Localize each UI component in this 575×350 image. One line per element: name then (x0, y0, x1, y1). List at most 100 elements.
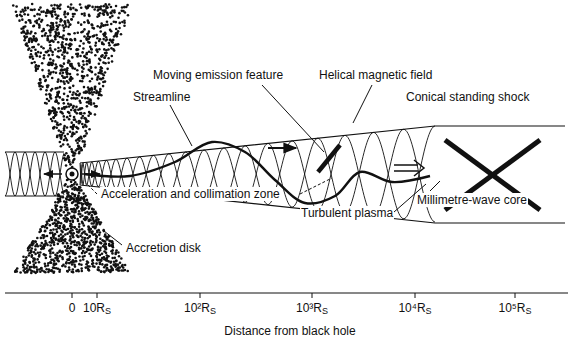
disk-dot (87, 68, 90, 71)
disk-dot (102, 38, 105, 41)
disk-dot (71, 192, 74, 195)
disk-dot (85, 241, 88, 244)
disk-dot (62, 242, 65, 245)
disk-dot (96, 15, 99, 18)
disk-dot (61, 53, 64, 56)
disk-dot (44, 80, 47, 83)
disk-dot (45, 268, 48, 271)
accretion-disk-dots (12, 3, 129, 275)
disk-dot (79, 259, 82, 262)
disk-dot (111, 41, 114, 44)
disk-dot (68, 87, 71, 90)
disk-dot (118, 22, 121, 25)
disk-dot (83, 117, 86, 120)
disk-dot (56, 17, 59, 20)
disk-dot (30, 266, 33, 269)
disk-dot (80, 7, 83, 10)
disk-dot (115, 260, 118, 263)
disk-dot (91, 208, 94, 211)
disk-dot (33, 24, 36, 27)
disk-dot (89, 241, 92, 244)
disk-dot (70, 217, 73, 220)
disk-dot (52, 228, 55, 231)
disk-dot (77, 220, 80, 223)
jet-outline (80, 126, 565, 223)
disk-dot (62, 115, 65, 118)
disk-dot (58, 24, 61, 27)
disk-dot (51, 120, 54, 123)
disk-dot (67, 155, 70, 158)
disk-dot (83, 75, 86, 78)
disk-dot (42, 75, 45, 78)
disk-dot (98, 92, 101, 95)
disk-dot (48, 69, 51, 72)
disk-dot (91, 6, 94, 9)
disk-dot (68, 145, 71, 148)
disk-dot (41, 69, 44, 72)
disk-dot (97, 218, 100, 221)
disk-dot (87, 114, 90, 117)
disk-dot (85, 37, 88, 40)
disk-dot (100, 55, 103, 58)
disk-dot (66, 195, 69, 198)
disk-dot (112, 48, 115, 51)
disk-dot (110, 40, 113, 43)
streamline (84, 142, 430, 204)
disk-dot (48, 100, 51, 103)
disk-dot (54, 201, 57, 204)
disk-dot (65, 43, 68, 46)
disk-dot (41, 35, 44, 38)
disk-dot (90, 67, 93, 70)
disk-dot (49, 232, 52, 235)
disk-dot (107, 48, 110, 51)
disk-dot (19, 271, 22, 274)
disk-dot (85, 250, 88, 253)
disk-dot (66, 192, 69, 195)
disk-dot (54, 213, 57, 216)
disk-dot (67, 19, 70, 22)
disk-dot (49, 244, 52, 247)
disk-dot (23, 13, 26, 16)
disk-dot (89, 235, 92, 238)
disk-dot (35, 266, 38, 269)
disk-dot (53, 260, 56, 263)
disk-dot (94, 226, 97, 229)
disk-dot (53, 222, 56, 225)
disk-dot (74, 39, 77, 42)
disk-dot (108, 240, 111, 243)
disk-dot (95, 216, 98, 219)
disk-dot (90, 87, 93, 90)
disk-dot (42, 47, 45, 50)
disk-dot (56, 224, 59, 227)
disk-dot (70, 223, 73, 226)
disk-dot (16, 14, 19, 17)
disk-dot (68, 159, 71, 162)
disk-dot (57, 14, 60, 17)
disk-dot (71, 56, 74, 59)
disk-dot (79, 100, 82, 103)
disk-dot (70, 78, 73, 81)
disk-dot (67, 33, 70, 36)
disk-dot (28, 268, 31, 271)
disk-dot (84, 135, 87, 138)
disk-dot (66, 232, 69, 235)
disk-dot (88, 226, 91, 229)
disk-dot (86, 63, 89, 66)
disk-dot (53, 263, 56, 266)
disk-dot (33, 39, 36, 42)
disk-dot (16, 15, 19, 18)
disk-dot (35, 55, 38, 58)
disk-dot (45, 15, 48, 18)
disk-dot (73, 199, 76, 202)
disk-dot (40, 46, 43, 49)
disk-dot (31, 46, 34, 49)
disk-dot (63, 55, 66, 58)
disk-dot (87, 225, 90, 228)
disk-dot (118, 27, 121, 30)
disk-dot (105, 7, 108, 10)
disk-dot (61, 251, 64, 254)
disk-dot (66, 208, 69, 211)
disk-dot (74, 257, 77, 260)
disk-dot (70, 18, 73, 21)
disk-dot (45, 224, 48, 227)
